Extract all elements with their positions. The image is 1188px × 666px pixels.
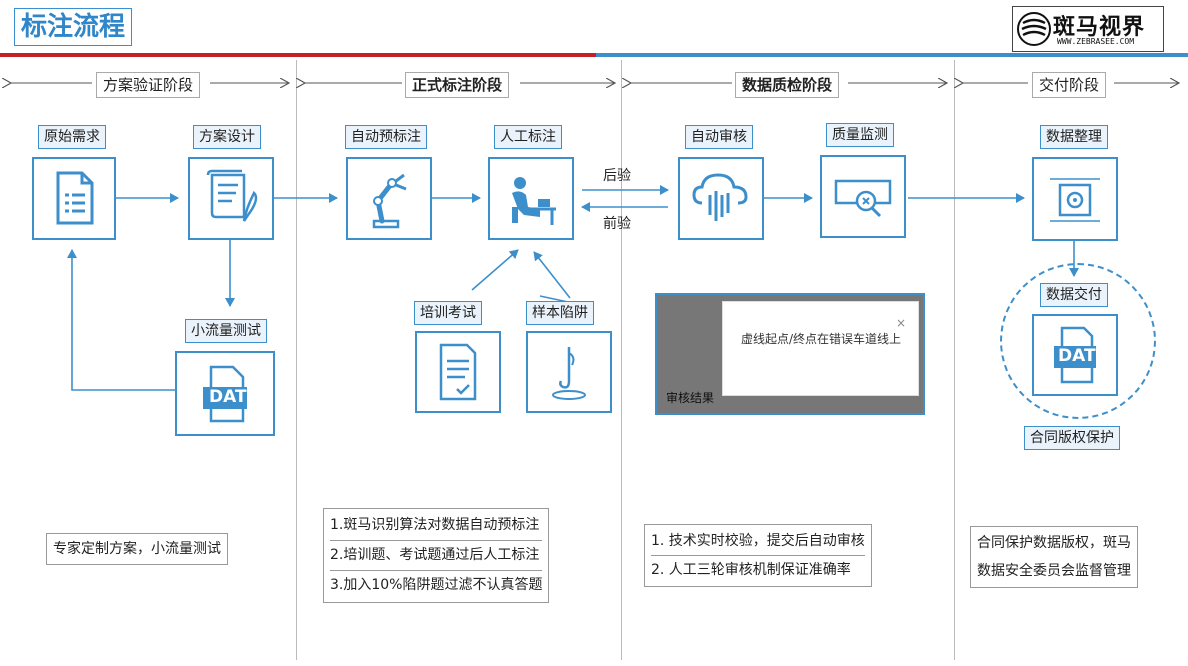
pre-check-label: 前验 (603, 216, 631, 232)
checklist-icon (439, 343, 477, 401)
post-check-label: 后验 (603, 168, 631, 184)
stage4-note-line-2: 数据安全委员会监督管理 (977, 563, 1131, 579)
fishhook-icon (552, 347, 586, 400)
node-label-manual-annotation: 人工标注 (494, 125, 562, 149)
stage-divider-1 (296, 60, 297, 660)
manual-annotation-node (488, 157, 574, 240)
review-result-popup: × 虚线起点/终点在错误车道线上 (722, 301, 919, 396)
node-label-data-delivery: 数据交付 (1040, 283, 1108, 307)
zebra-logo-icon (1017, 12, 1051, 46)
stage3-note-line-2: 2. 人工三轮审核机制保证准确率 (651, 562, 851, 578)
stage3-note-line-1: 1. 技术实时校验，提交后自动审核 (651, 527, 865, 556)
document-icon (56, 171, 94, 225)
small-flow-test-node: DAT (175, 351, 275, 436)
person-at-desk-icon (512, 177, 556, 225)
node-label-auto-pre-annotation: 自动预标注 (345, 125, 427, 149)
stage2-note-line-1: 1.斑马识别算法对数据自动预标注 (330, 511, 543, 541)
stage2-note-line-3: 3.加入10%陷阱题过滤不认真答题 (330, 577, 543, 593)
node-label-raw-requirement: 原始需求 (38, 125, 106, 149)
node-label-contract-protection: 合同版权保护 (1024, 426, 1120, 450)
node-label-plan-design: 方案设计 (193, 125, 261, 149)
dat-file-icon (1054, 326, 1096, 384)
stage1-note: 专家定制方案，小流量测试 (46, 533, 228, 565)
robot-arm-icon (372, 173, 407, 229)
stage-label-verification: 方案验证阶段 (96, 72, 201, 98)
stage4-note-line-1: 合同保护数据版权，斑马 (977, 535, 1131, 551)
auto-review-node (678, 157, 764, 240)
dat-file-icon (203, 365, 247, 423)
raw-requirement-node (32, 157, 116, 240)
dat-label: DAT (209, 387, 247, 407)
data-organize-node (1032, 157, 1118, 241)
node-label-training-exam: 培训考试 (414, 301, 482, 325)
auto-pre-annotation-node (346, 157, 432, 240)
stage2-note: 1.斑马识别算法对数据自动预标注 2.培训题、考试题通过后人工标注 3.加入10… (323, 508, 550, 603)
brand-logo: 斑马视界 WWW.ZEBRASEE.COM (1012, 6, 1164, 52)
logo-text: 斑马视界 (1053, 15, 1146, 40)
logo-url: WWW.ZEBRASEE.COM (1057, 37, 1135, 46)
node-label-sample-trap: 样本陷阱 (526, 301, 594, 325)
cloud-data-icon (692, 173, 748, 221)
stage-divider-3 (954, 60, 955, 660)
stage3-note: 1. 技术实时校验，提交后自动审核 2. 人工三轮审核机制保证准确率 (644, 524, 872, 587)
header-divider-blue (596, 53, 1188, 57)
quality-monitor-node (820, 155, 906, 238)
node-label-data-organize: 数据整理 (1040, 125, 1108, 149)
close-icon[interactable]: × (895, 316, 906, 330)
sample-trap-node (526, 331, 612, 413)
review-result-footer: 审核结果 (666, 391, 715, 405)
stage-label-delivery: 交付阶段 (1032, 72, 1107, 98)
scroll-quill-icon (206, 169, 258, 222)
node-label-small-flow-test: 小流量测试 (185, 319, 267, 343)
delivery-ring (1000, 263, 1156, 419)
inspection-magnifier-icon (834, 179, 892, 218)
dat-label: DAT (1058, 346, 1096, 366)
stage-label-quality: 数据质检阶段 (735, 72, 840, 98)
page-title: 标注流程 (14, 8, 133, 46)
header-divider-red (0, 53, 596, 57)
gear-box-icon (1050, 178, 1100, 222)
node-label-quality-monitor: 质量监测 (826, 123, 894, 147)
training-exam-node (415, 331, 501, 413)
stage-label-annotation: 正式标注阶段 (405, 72, 510, 98)
review-message: 虚线起点/终点在错误车道线上 (740, 332, 902, 346)
stage2-note-line-2: 2.培训题、考试题通过后人工标注 (330, 541, 543, 571)
stage4-note: 合同保护数据版权，斑马 数据安全委员会监督管理 (970, 526, 1138, 588)
node-label-auto-review: 自动审核 (685, 125, 753, 149)
data-delivery-node: DAT (1032, 314, 1118, 396)
plan-design-node (188, 157, 274, 240)
stage-divider-2 (621, 60, 622, 660)
